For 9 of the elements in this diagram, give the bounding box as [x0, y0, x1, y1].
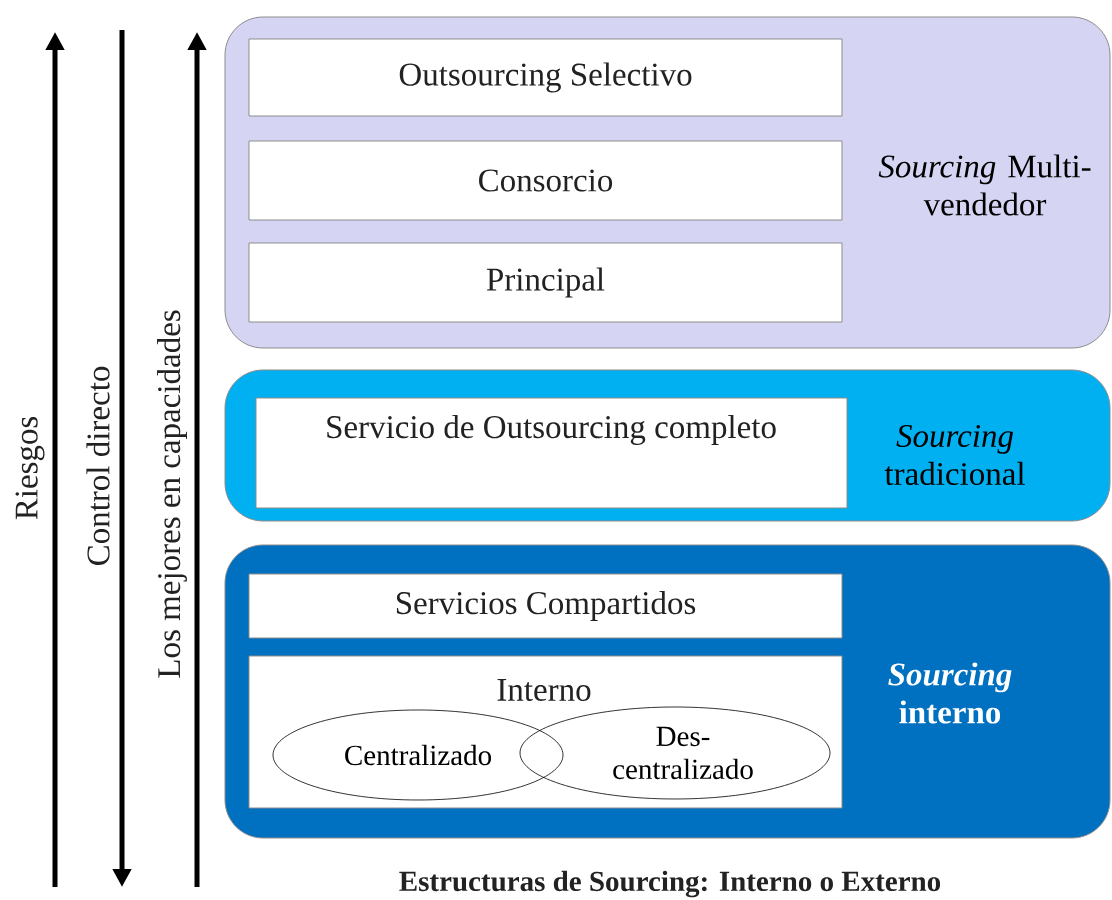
text-box: Principal — [248, 242, 843, 323]
text-box: Outsourcing Selectivo — [248, 38, 843, 117]
caption: Estructuras de Sourcing: Interno o Externo — [399, 870, 941, 898]
text-box: Consorcio — [248, 140, 843, 221]
axis-label: Control directo — [86, 366, 110, 565]
text-box: Servicio de Outsourcing completo — [255, 397, 848, 509]
axis-label: Riesgos — [15, 416, 45, 520]
text-box: Servicios Compartidos — [248, 573, 843, 639]
axis-label: Los mejores en capacidades — [157, 310, 187, 678]
